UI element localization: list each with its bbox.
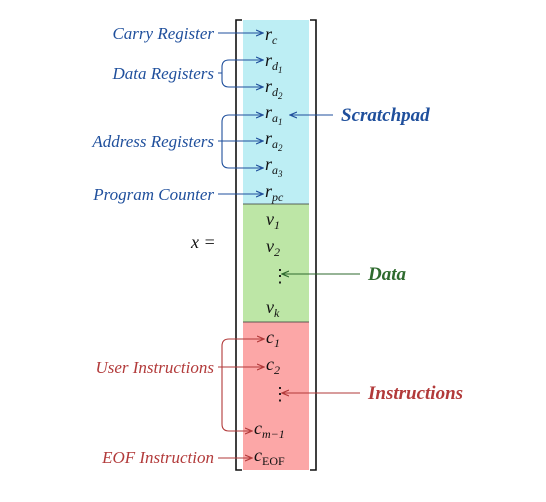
cell-cdots: ⋮: [271, 384, 289, 404]
cell-rc: rc: [265, 24, 278, 47]
label-user-instructions: User Instructions: [95, 358, 214, 377]
cell-rd1: rd1: [265, 50, 283, 75]
right-bracket: [310, 19, 317, 471]
label-data-registers: Data Registers: [111, 64, 214, 83]
cell-vk: vk: [266, 297, 280, 320]
cell-v2: v2: [266, 236, 280, 259]
cell-vdots: ⋮: [271, 266, 289, 286]
label-carry-register: Carry Register: [112, 24, 214, 43]
instructions-block: [243, 322, 309, 470]
section-instructions: Instructions: [367, 383, 463, 404]
cell-c1: c1: [266, 327, 280, 350]
left-bracket: [235, 19, 242, 471]
cell-c2: c2: [266, 354, 280, 377]
cell-ra3: ra3: [265, 154, 283, 179]
cell-v1: v1: [266, 209, 280, 232]
cell-ra2: ra2: [265, 128, 283, 153]
cell-ra1: ra1: [265, 102, 283, 127]
label-program-counter: Program Counter: [92, 185, 214, 204]
label-address-registers: Address Registers: [91, 132, 214, 151]
cell-rd2: rd2: [265, 76, 283, 101]
section-data: Data: [367, 264, 407, 285]
arrows-registers: [218, 33, 263, 194]
data-block: [243, 204, 309, 322]
cell-rpc: rpc: [265, 181, 284, 204]
section-scratchpad: Scratchpad: [341, 105, 430, 126]
arrows-instructions: [218, 339, 264, 458]
equation-lhs: x =: [190, 232, 216, 252]
registers-block: [243, 20, 309, 204]
cell-ceof: cEOF: [254, 445, 285, 468]
cell-cm1: cm−1: [254, 418, 285, 441]
label-eof-instruction: EOF Instruction: [101, 448, 214, 467]
